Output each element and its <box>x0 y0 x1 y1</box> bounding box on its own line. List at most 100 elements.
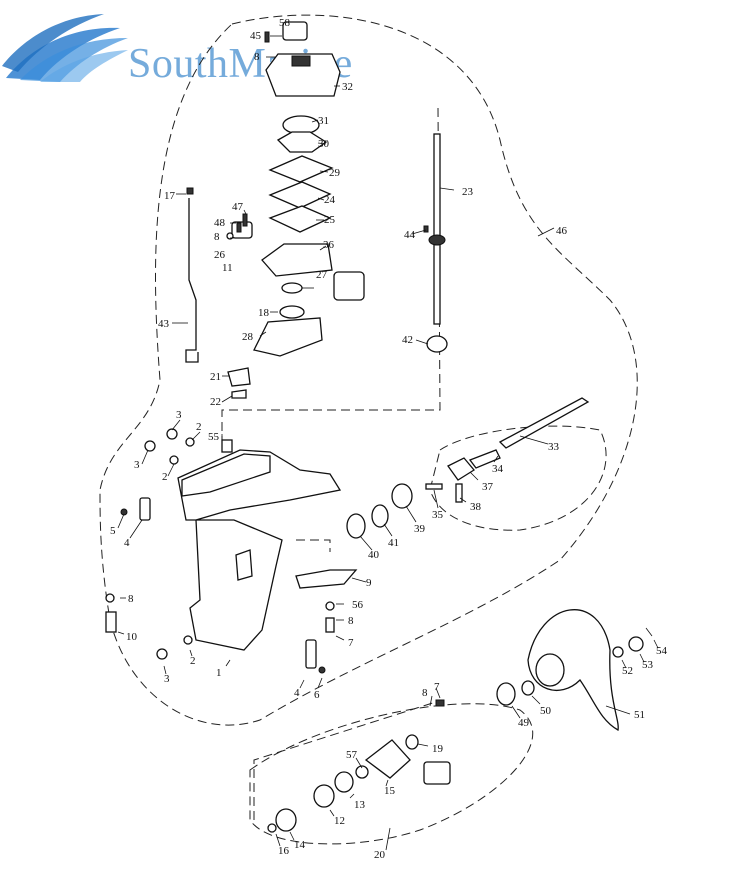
dowel-pin <box>221 439 233 453</box>
bolt-long <box>105 611 117 633</box>
callout-29: 29 <box>329 167 341 179</box>
cotter-pin <box>645 627 653 637</box>
callout-36: 36 <box>323 239 335 251</box>
screw-small <box>236 222 242 233</box>
lower-casing-top-plate <box>181 453 271 497</box>
callout-5: 5 <box>110 525 116 537</box>
seal-detail-inset-lower <box>423 761 451 785</box>
callout-35: 35 <box>432 509 444 521</box>
gear-group-outline <box>429 425 607 531</box>
forward-gear <box>391 483 413 509</box>
callout-7: 7 <box>434 681 440 693</box>
wave-logo-icon <box>2 14 128 82</box>
screw-pump <box>264 31 270 43</box>
callout-7: 7 <box>348 637 354 649</box>
callout-25: 25 <box>324 214 336 226</box>
callout-55: 55 <box>208 431 220 443</box>
callout-41: 41 <box>388 537 399 549</box>
bolt <box>435 699 445 707</box>
bearing-housing <box>364 739 411 779</box>
washer <box>183 635 193 645</box>
bolt-head <box>156 648 168 660</box>
callout-51: 51 <box>634 709 645 721</box>
callout-4: 4 <box>124 537 130 549</box>
callout-30: 30 <box>318 138 330 150</box>
reverse-gear <box>313 784 335 808</box>
callout-28: 28 <box>242 331 254 343</box>
washer <box>612 646 624 658</box>
propeller <box>527 609 619 732</box>
plate-cover <box>295 569 358 589</box>
leader-dash-lower <box>253 699 443 820</box>
propeller-nut <box>628 636 644 652</box>
small-nut <box>318 666 326 674</box>
lower-group-outline <box>249 703 534 845</box>
drive-shaft-bearing <box>428 234 446 246</box>
callout-8: 8 <box>254 51 260 63</box>
pump-base <box>261 243 333 277</box>
leader-dash-upper <box>221 107 441 444</box>
pump-housing-outlet <box>291 55 311 67</box>
callout-22: 22 <box>210 396 221 408</box>
callout-38: 38 <box>470 501 482 513</box>
callout-12: 12 <box>334 815 345 827</box>
callout-13: 13 <box>354 799 366 811</box>
bolt <box>325 617 335 633</box>
callout-53: 53 <box>642 659 654 671</box>
gasket-upper <box>268 155 334 183</box>
washer <box>105 593 115 603</box>
callout-33: 33 <box>548 441 560 453</box>
callout-9: 9 <box>366 577 372 589</box>
drive-shaft-pin <box>423 225 429 233</box>
callout-54: 54 <box>656 645 668 657</box>
washer <box>325 601 335 611</box>
thrust-holder <box>496 682 516 706</box>
pump-grommet <box>282 21 308 41</box>
callout-48: 48 <box>214 217 226 229</box>
callout-3: 3 <box>164 673 170 685</box>
callout-56: 56 <box>352 599 364 611</box>
shim <box>275 808 297 832</box>
callout-8: 8 <box>422 687 428 699</box>
callout-34: 34 <box>492 463 504 475</box>
callout-2: 2 <box>162 471 168 483</box>
callout-3: 3 <box>176 409 182 421</box>
callout-10: 10 <box>126 631 138 643</box>
anode <box>235 549 253 581</box>
gasket-lower <box>268 205 332 233</box>
callout-39: 39 <box>414 523 426 535</box>
o-ring <box>371 504 389 528</box>
callout-43: 43 <box>158 318 170 330</box>
bolt-head <box>144 440 156 452</box>
callout-27: 27 <box>316 269 328 281</box>
callout-17: 17 <box>164 190 176 202</box>
washer <box>169 455 179 465</box>
callout-1: 1 <box>216 667 222 679</box>
callout-31: 31 <box>318 115 329 127</box>
lower-casing <box>177 449 342 651</box>
upper-group-outline <box>99 14 638 726</box>
small-washer <box>226 232 234 240</box>
spring-pin <box>425 483 443 490</box>
seal-detail-inset <box>333 271 365 301</box>
leader-lines <box>117 35 659 851</box>
callout-2: 2 <box>190 655 196 667</box>
shift-rod <box>185 198 199 363</box>
seal-rubber <box>227 367 251 387</box>
pinion-gear <box>426 335 448 353</box>
callout-52: 52 <box>622 665 633 677</box>
callout-18: 18 <box>258 307 270 319</box>
callout-20: 20 <box>374 849 386 861</box>
callout-23: 23 <box>462 186 474 198</box>
callout-42: 42 <box>402 334 413 346</box>
outer-plate-cartridge <box>268 181 332 209</box>
trim-tab-lower <box>305 639 317 669</box>
oil-seal <box>281 282 303 294</box>
callout-2: 2 <box>196 421 202 433</box>
callout-3: 3 <box>134 459 140 471</box>
cross-pin <box>455 483 463 503</box>
callout-8: 8 <box>348 615 354 627</box>
callout-11: 11 <box>222 262 233 274</box>
small-cover <box>231 221 253 239</box>
callout-40: 40 <box>368 549 380 561</box>
